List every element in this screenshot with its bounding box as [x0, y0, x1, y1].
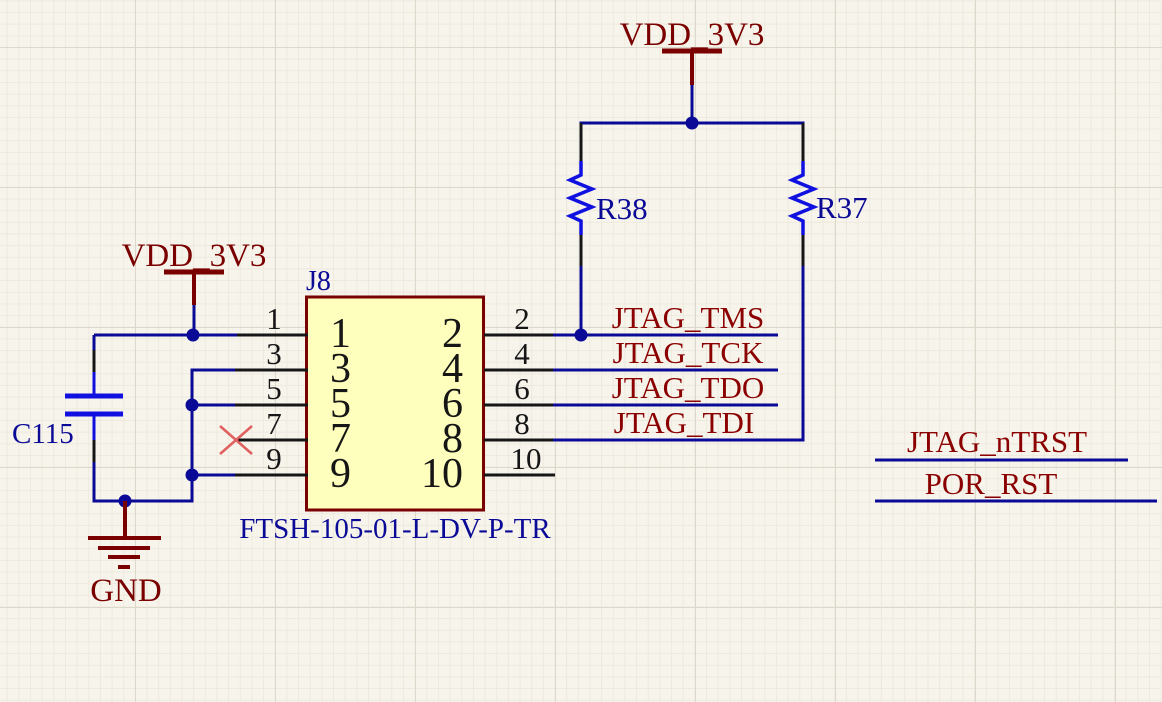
vdd-top-label[interactable]: VDD_3V3: [620, 17, 765, 53]
pin-number-outside-8: 8: [514, 406, 530, 441]
power-port-vdd-top[interactable]: [662, 48, 722, 85]
pin-name-inside-6: 6: [442, 381, 463, 427]
pin-number-outside-9: 9: [266, 441, 282, 476]
wires: [92, 85, 1157, 503]
junction-bus-pin9[interactable]: [185, 468, 199, 482]
power-port-vdd-left[interactable]: [164, 269, 224, 305]
pin-name-inside-4: 4: [442, 346, 463, 392]
net-label-jtag-tdi[interactable]: JTAG_TDI: [614, 405, 754, 440]
pin-name-inside-8: 8: [442, 416, 463, 462]
junction-r38-tms[interactable]: [574, 328, 588, 342]
pin-number-outside-2: 2: [514, 301, 530, 336]
capacitor-c115[interactable]: [65, 350, 123, 462]
capacitor-designator[interactable]: C115: [12, 418, 74, 450]
no-erc-marker-pin7[interactable]: [219, 425, 253, 455]
pin-number-outside-4: 4: [514, 336, 530, 371]
pin-number-outside-10: 10: [511, 441, 542, 476]
connector-part-number[interactable]: FTSH-105-01-L-DV-P-TR: [239, 513, 551, 545]
power-port-gnd[interactable]: [88, 501, 161, 569]
pin-name-inside-7: 7: [330, 416, 351, 462]
no-erc-x-icon: [219, 425, 253, 455]
pin-name-inside-2: 2: [442, 311, 463, 357]
net-label-jtag-tdo[interactable]: JTAG_TDO: [612, 370, 765, 405]
resistor-r38[interactable]: [565, 123, 597, 266]
resistor-r37-designator[interactable]: R37: [816, 190, 868, 225]
pin-name-inside-5: 5: [330, 381, 351, 427]
junction-dots: [118, 116, 699, 508]
resistor-r38-zigzag: [565, 161, 597, 235]
pin-name-inside-1: 1: [330, 311, 351, 357]
pin-number-outside-6: 6: [514, 371, 530, 406]
junction-vdd-top[interactable]: [685, 116, 699, 130]
net-label-jtag-tms[interactable]: JTAG_TMS: [612, 300, 765, 335]
junction-vdd-left[interactable]: [186, 328, 200, 342]
pin-number-outside-1: 1: [266, 301, 282, 336]
connector-right-pin-leads: [484, 333, 555, 477]
pin-name-inside-9: 9: [330, 451, 351, 497]
resistor-r38-designator[interactable]: R38: [596, 191, 648, 226]
pin-number-outside-3: 3: [266, 336, 282, 371]
net-label-jtag-ntrst[interactable]: JTAG_nTRST: [907, 424, 1087, 459]
net-label-jtag-tck[interactable]: JTAG_TCK: [613, 335, 764, 370]
net-label-por-rst[interactable]: POR_RST: [925, 466, 1058, 501]
resistor-r37-zigzag: [787, 161, 819, 235]
pin-number-outside-7: 7: [266, 406, 282, 441]
vdd-left-label[interactable]: VDD_3V3: [122, 238, 267, 274]
resistor-r37[interactable]: [787, 123, 819, 266]
pin-number-outside-5: 5: [266, 371, 282, 406]
connector-designator[interactable]: J8: [306, 266, 331, 297]
pin-name-inside-3: 3: [330, 346, 351, 392]
pin-name-inside-10: 10: [421, 451, 463, 497]
junction-bus-pin5[interactable]: [185, 398, 199, 412]
gnd-label[interactable]: GND: [90, 573, 162, 609]
connector-left-pin-leads: [235, 333, 308, 477]
connector-j8-body[interactable]: [305, 295, 485, 512]
